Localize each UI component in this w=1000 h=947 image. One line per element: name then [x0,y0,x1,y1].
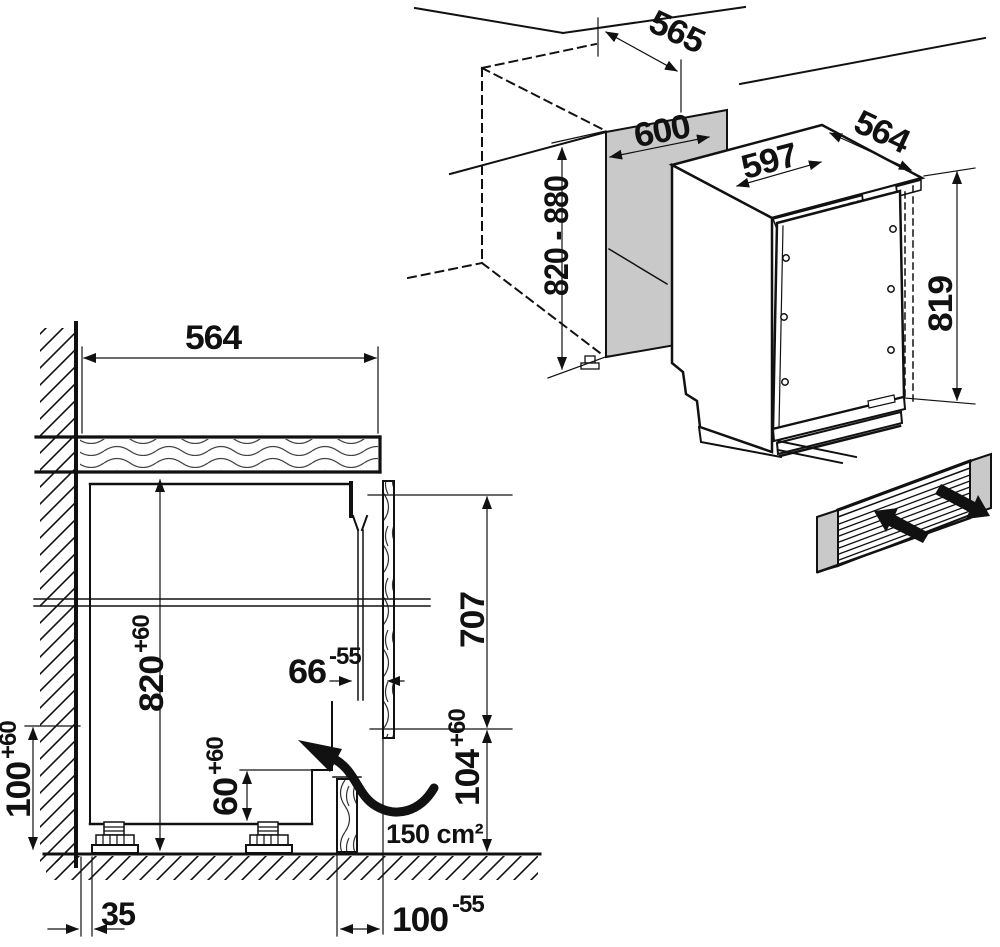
floor-section [42,852,542,880]
break-lines [33,598,431,607]
airflow-in-arrow [874,508,929,543]
airflow-arrowhead [298,740,342,772]
label-plinth-zone: 104 [449,749,487,806]
label-plinth-recess: 100 [392,901,448,939]
dim-plinth-recess: 100 -55 [336,855,485,939]
grille-slats [838,474,971,561]
label-front-gap-tol: -55 [329,643,361,670]
worktop-wood-grain [80,439,378,470]
dim-front-gap: 66 -55 [288,643,405,691]
dim-door-panel: 707 [367,494,513,730]
label-plinth-zone-tol: +60 [444,709,471,747]
dim-rear-gap: 35 [47,856,136,937]
room-edge-lines [413,5,987,176]
label-rear-gap: 35 [101,896,135,932]
label-worktop-width: 564 [185,319,242,357]
appliance-feet [91,821,293,854]
vent-grille [776,439,992,574]
label-rear-channel-tol: +60 [0,721,22,759]
base-vent-slot [867,394,896,409]
dim-plinth-zone: 104 +60 [444,709,492,852]
dim-niche-depth: 565 [597,3,710,113]
label-door-panel-height: 707 [454,592,492,648]
label-front-gap: 66 [288,653,326,691]
door-hinge-edge [778,225,784,428]
foot-right [245,821,293,854]
furniture-door-panel [382,480,395,739]
wall-section [40,321,78,868]
dim-niche-height-range: 820 - 880 [538,130,609,379]
airflow-out-arrow [935,484,990,519]
grille-left-cap [816,508,839,574]
base-band-upper [771,395,907,443]
label-appliance-height: 819 [922,276,960,332]
isometric-view: 565 600 820 - 880 597 [406,3,992,574]
hinge-funnel [351,514,369,532]
airflow-arrow-section [298,740,439,817]
label-niche-height-tol: +60 [128,615,155,653]
section-view: 564 820 +60 100 +60 60 +60 [0,319,542,939]
wall-hatching [40,328,74,862]
dim-appliance-height: 819 [903,167,976,405]
label-niche-depth: 565 [643,3,710,61]
dim-rear-channel: 100 +60 [0,721,81,850]
label-plinth-recess-tol: -55 [452,891,484,918]
appliance-iso [668,123,926,459]
dim-vent-recess: 60 +60 [202,737,325,821]
label-niche-height-range: 820 - 880 [538,176,576,296]
label-niche-height: 820 [133,656,171,712]
label-vent-recess-tol: +60 [202,737,229,775]
worktop [34,435,382,474]
foot-left [91,821,139,854]
dim-niche-height: 820 +60 [128,479,171,851]
floor-hatching [46,856,538,880]
label-vent-area: 150 cm² [386,819,484,849]
label-vent-recess: 60 [207,778,245,816]
appliance-door-face [771,189,906,431]
dim-worktop-width: 564 [81,319,379,434]
grille-right-cap [969,452,992,517]
appliance-left-face [670,162,774,454]
panel-highlight-line [607,247,669,286]
niche-dashed-outline [406,42,606,358]
label-rear-channel: 100 [0,762,38,818]
niche-right-dashed [904,185,914,404]
door-screws [780,225,897,386]
